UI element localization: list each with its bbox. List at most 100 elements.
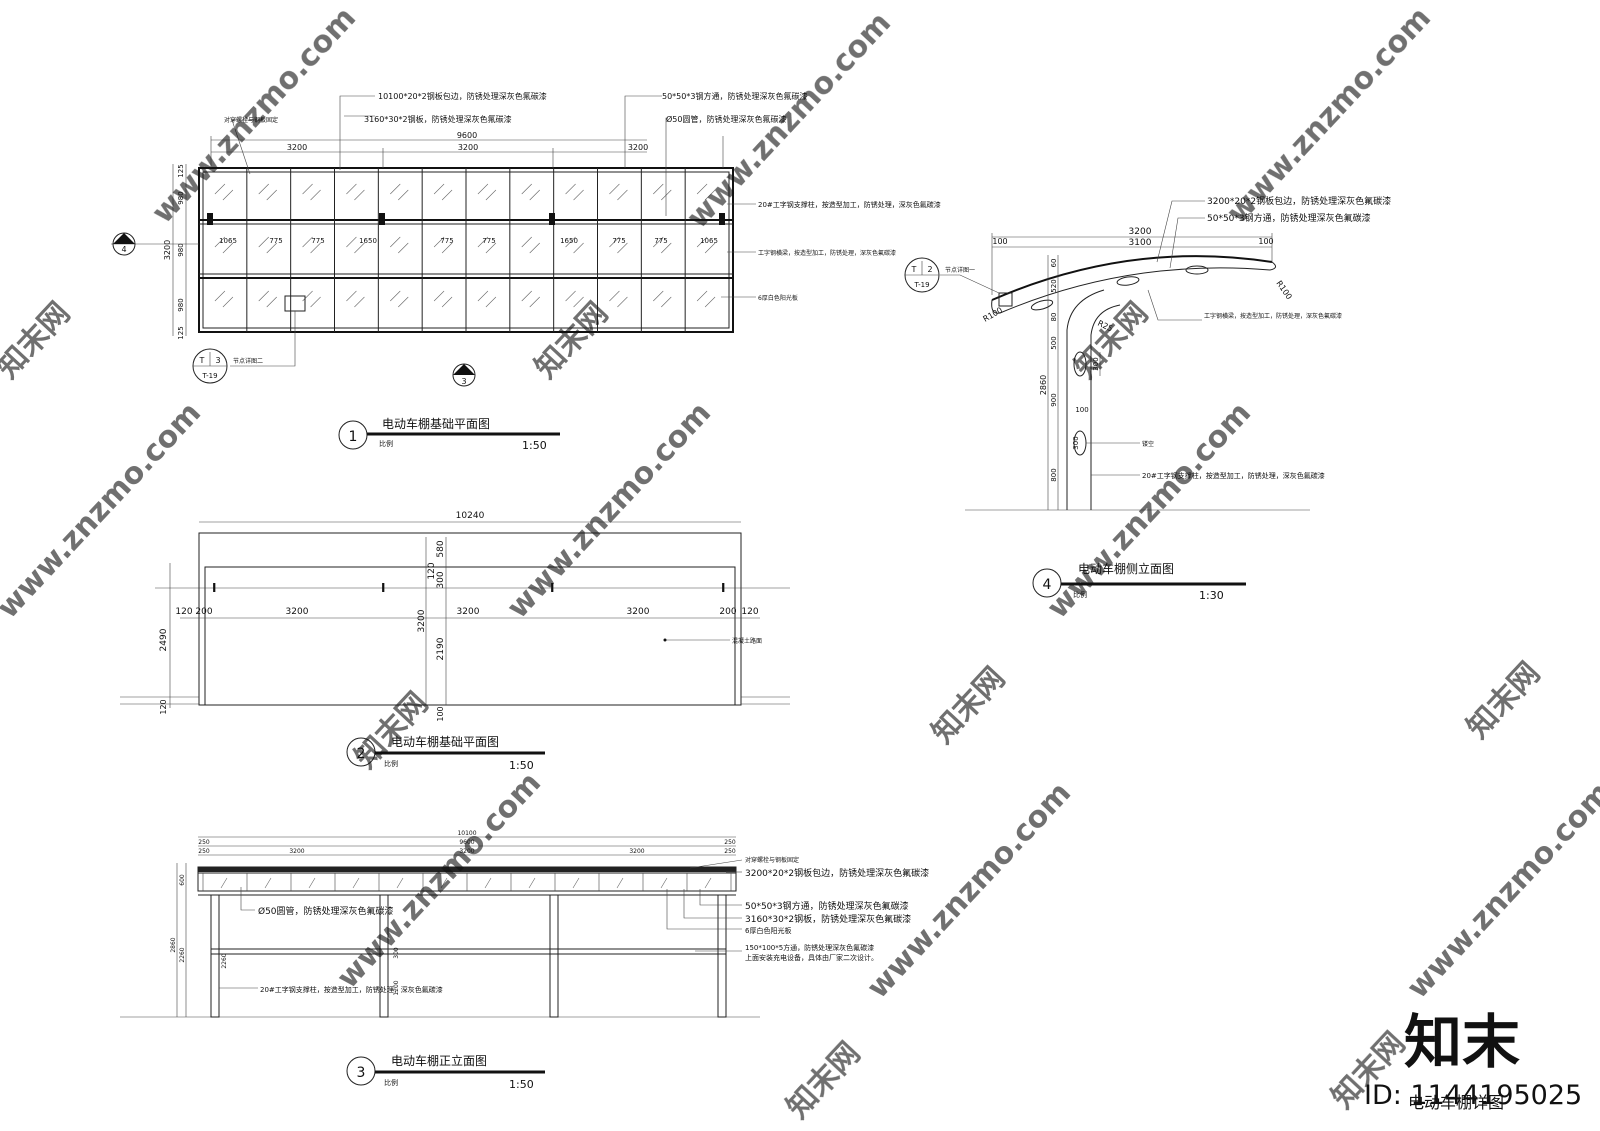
side4-hole-1 — [1030, 299, 1054, 311]
elev3-note-b: 3200*20*2钢板包边，防锈处理深灰色氟碳漆 — [745, 867, 929, 879]
plan2-col-3: I — [550, 581, 554, 595]
side4-dim-hole-a: 300 — [1092, 357, 1100, 370]
side4-dim-top: 3200 — [1129, 227, 1152, 237]
plan1-glass-stroke — [390, 236, 401, 248]
plan2-note: 混凝土路面 — [732, 637, 762, 645]
plan1-glass-stroke — [565, 290, 576, 302]
side4-leader-b — [1169, 217, 1205, 269]
elev3-glass-stroke — [440, 877, 448, 889]
plan1-glass-stroke — [661, 296, 672, 308]
plan1-column-2 — [379, 213, 385, 225]
plan1-leader-a — [339, 95, 375, 170]
plan1-column-1 — [207, 213, 213, 225]
side4-column-left — [1066, 289, 1105, 510]
plan1-detail-ref-n: 3 — [215, 356, 220, 365]
side4-note-d: 镂空 — [1142, 440, 1154, 448]
plan1-dim-side-1: 125 — [177, 164, 185, 177]
elev3-dim-b-4: 3200 — [629, 848, 644, 855]
plan1-glass-stroke — [565, 183, 576, 195]
elev3-roof-steel — [198, 867, 736, 872]
side4-dim-v-1: 60 — [1050, 259, 1058, 268]
plan1-dim-inner-4: 1650 — [359, 237, 377, 245]
elev3-note-g: 150*100*5方通，防锈处理深灰色氟碳漆 — [745, 943, 874, 952]
plan1-glass-stroke — [398, 296, 409, 308]
elev3-note-c: Ø50圆管，防锈处理深灰色氟碳漆 — [258, 905, 394, 917]
plan2-dim-total: 10240 — [456, 511, 485, 521]
plan2-outer — [198, 532, 742, 706]
plan2-scale-label: 比例 — [384, 759, 398, 768]
plan-1: 9600 3200 3200 3200 1065 775 775 1650 77… — [111, 91, 941, 452]
plan1-glass-stroke — [617, 296, 628, 308]
plan1-dim-top-1: 3200 — [287, 143, 307, 152]
plan1-glass-stroke — [214, 236, 226, 248]
elev3-note-d: 50*50*3钢方通，防锈处理深灰色氟碳漆 — [745, 900, 909, 912]
elev3-glass-stroke — [704, 877, 712, 889]
plan1-glass-stroke — [653, 290, 664, 302]
plan1-glass-stroke — [222, 242, 234, 254]
side4-hole-3 — [1185, 265, 1209, 275]
elev3-note-f: 6厚白色阳光板 — [745, 926, 791, 935]
plan1-note-d: Ø50圆管，防锈处理深灰色氟碳漆 — [666, 114, 786, 124]
plan1-glass-stroke — [521, 290, 532, 302]
watermark-site-4: www.znzmo.com — [0, 395, 208, 625]
plan1-dim-inner-1: 1065 — [219, 237, 237, 245]
side4-canopy-bottom — [999, 267, 1271, 314]
plan1-leader-tl — [231, 119, 262, 175]
elev3-glass-stroke — [616, 877, 624, 889]
elev3-dim-total: 10100 — [457, 830, 476, 837]
plan1-glass-stroke — [696, 183, 708, 195]
elev3-dim-mid: 9600 — [459, 839, 474, 846]
plan1-dim-top-3: 3200 — [628, 143, 648, 152]
plan1-detail-box — [284, 295, 306, 312]
plan1-dim-side-5: 125 — [177, 326, 185, 339]
plan1-glass-stroke — [346, 183, 357, 195]
side4-dim-hole-c: 300 — [1072, 436, 1080, 449]
plan2-dim-row-7: 120 — [741, 607, 758, 617]
plan2-dim-v-f: 100 — [436, 706, 445, 721]
plan2-title: 电动车棚基础平面图 — [391, 734, 499, 749]
plan2-dim-row-1: 120 — [175, 607, 192, 617]
plan2-dim-height: 2490 — [159, 628, 169, 651]
elev3-dim-mid-v: 300 — [393, 947, 400, 959]
elev3-dim-side-b: 2860 — [170, 937, 177, 952]
plan2-col-2: I — [381, 581, 385, 595]
elev3-dim-b-3: 3200 — [459, 848, 474, 855]
plan2-scale: 1:50 — [509, 759, 534, 772]
plan1-glass-stroke — [565, 236, 576, 248]
plan1-glass-stroke — [258, 183, 269, 195]
plan1-glass-stroke — [477, 236, 489, 248]
elev3-glass-stroke — [396, 877, 404, 889]
elev3-dim-a-1: 250 — [198, 839, 210, 846]
plan1-glass-stroke — [485, 189, 497, 201]
plan2-dim-v-d: 3200 — [417, 609, 427, 632]
plan1-dim-top-2: 3200 — [458, 143, 478, 152]
plan1-glass-stroke — [302, 183, 313, 195]
plan1-glass-stroke — [310, 189, 321, 201]
plan1-glass-stroke — [214, 290, 226, 302]
plan2-dim-row-6: 200 — [719, 607, 736, 617]
elev3-leader-e — [683, 889, 742, 919]
plan1-glass-stroke — [653, 183, 664, 195]
plan1-detail-leader — [230, 311, 296, 367]
watermark-site-8: www.znzmo.com — [860, 775, 1078, 1005]
plan2-dim-row-5: 3200 — [627, 607, 650, 617]
side4-dim-r1: R100 — [982, 306, 1005, 324]
plan2-dim-row-3: 3200 — [286, 607, 309, 617]
watermark-site-1: www.znzmo.com — [145, 0, 363, 230]
plan1-detail-ref-t: T — [199, 356, 205, 365]
elev3-note-a: 对穿螺栓与钢板固定 — [745, 856, 799, 864]
elev3-glass-stroke — [484, 877, 492, 889]
elev-3: 10100 9600 250 250 250 3200 3200 3200 25… — [120, 830, 929, 1091]
side4-dim-r2: R100 — [1274, 279, 1293, 301]
image-id: ID: 1144195025 — [1364, 1080, 1582, 1111]
plan1-glass-stroke — [433, 290, 445, 302]
side4-scale: 1:30 — [1199, 589, 1224, 602]
plan1-glass-stroke — [477, 290, 489, 302]
plan1-glass-stroke — [390, 183, 401, 195]
side4-dim-v-6: 800 — [1050, 468, 1058, 481]
plan1-dim-side-2: 980 — [177, 191, 185, 204]
side4-hole-2 — [1116, 276, 1140, 286]
elev3-dim-low-v: 1200 — [393, 980, 400, 995]
elev3-charging-beam — [210, 948, 727, 955]
side4-dim-v-5: 900 — [1050, 393, 1058, 406]
